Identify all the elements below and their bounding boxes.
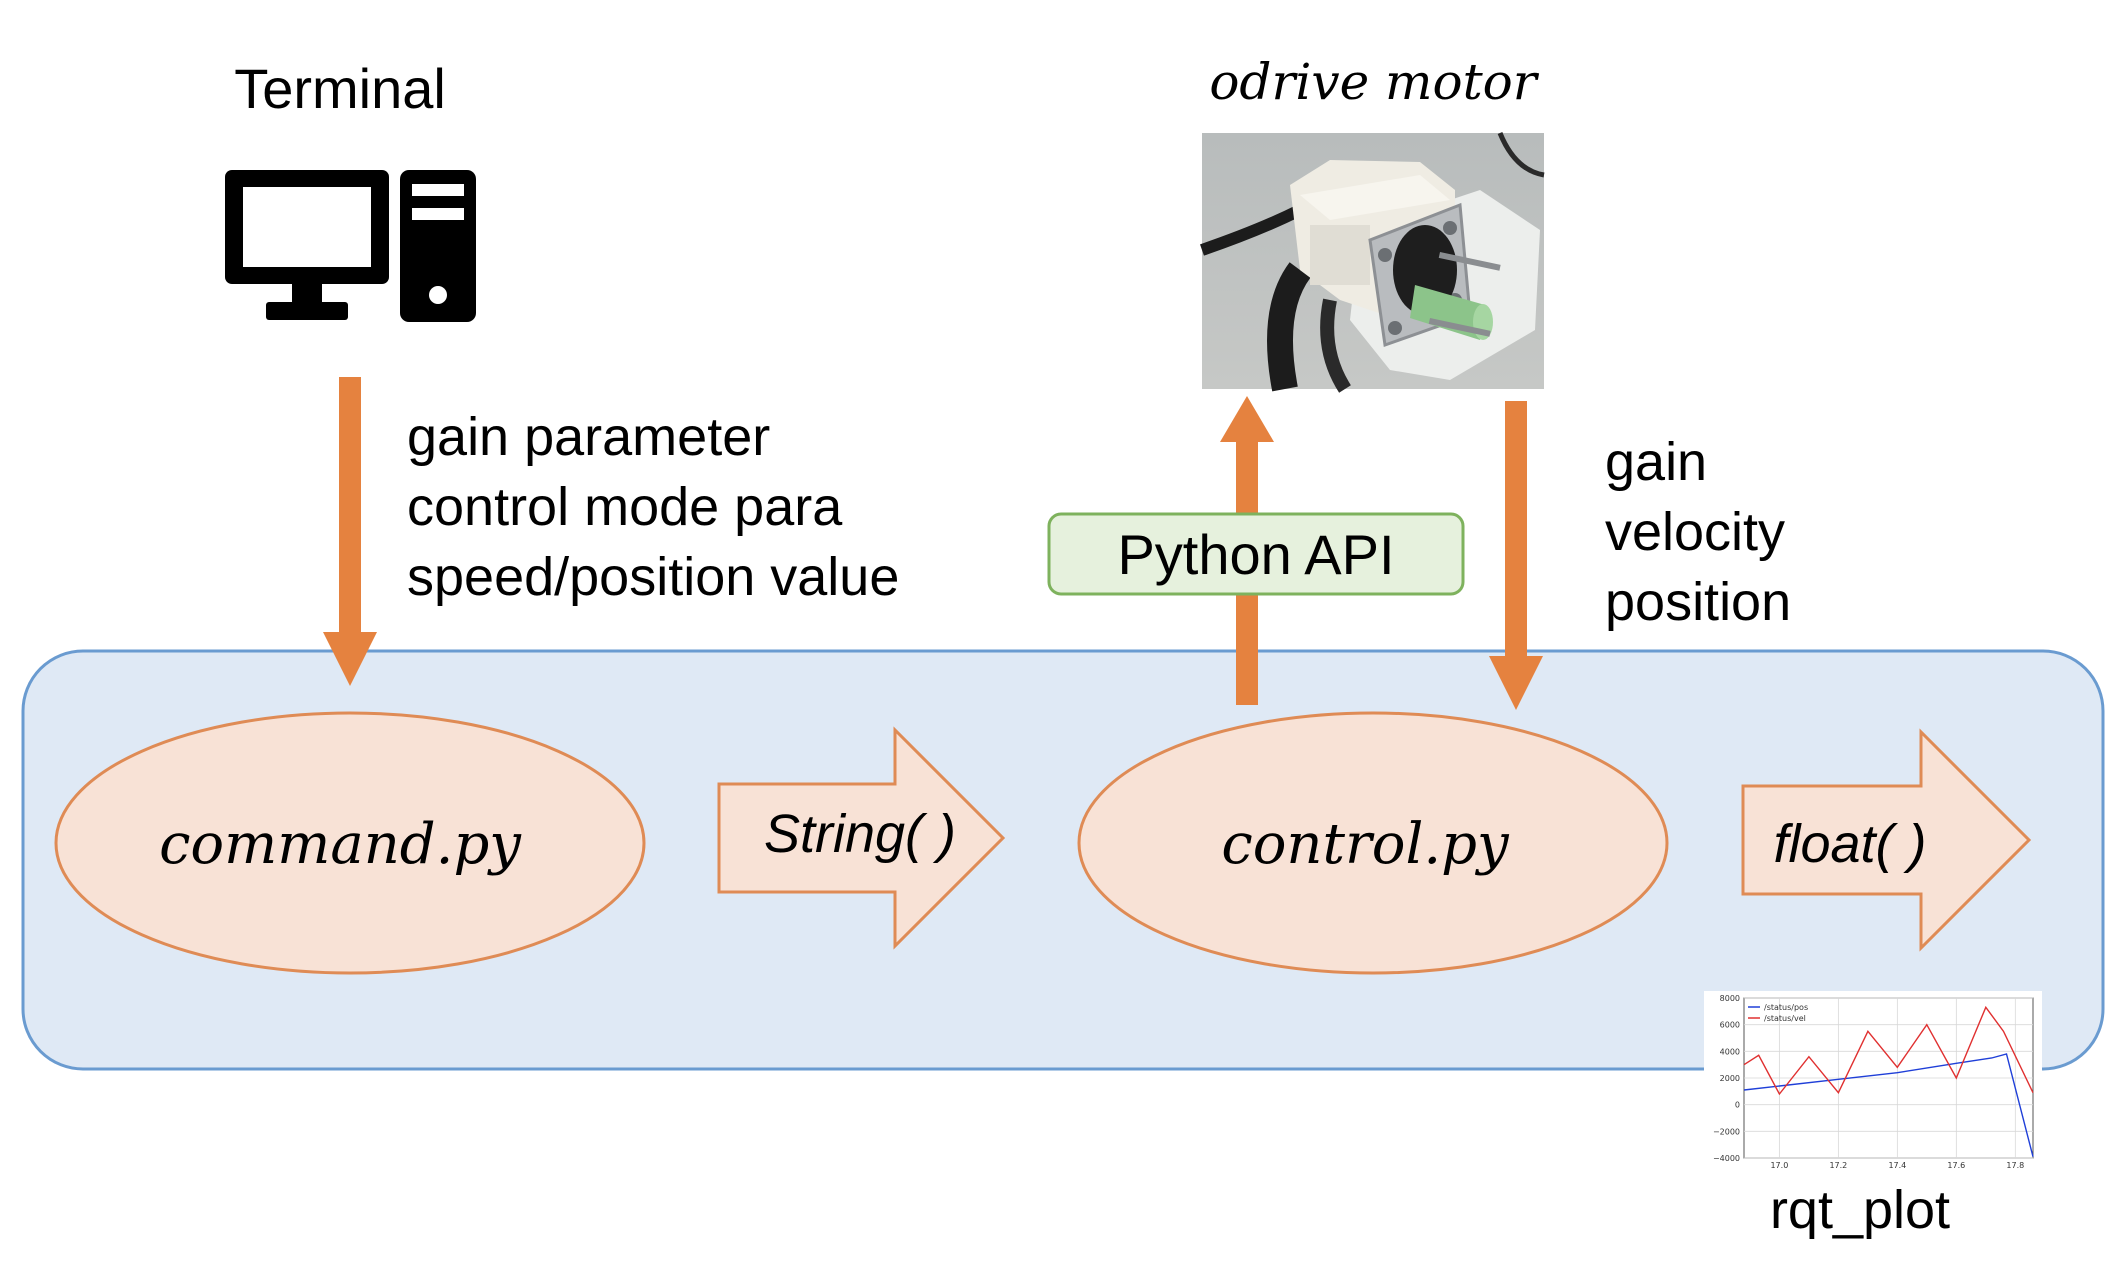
- float-flow-label: float( ): [1773, 814, 1926, 874]
- odrive-to-control-arrow: [1489, 401, 1543, 710]
- terminal-label: Terminal: [234, 57, 446, 120]
- plot-ytick-label: 2000: [1720, 1074, 1740, 1083]
- plot-xtick-label: 17.0: [1770, 1161, 1788, 1170]
- string-flow-arrow: String( ): [717, 726, 1006, 950]
- python-api-label: Python API: [1117, 523, 1394, 586]
- rqt-plot-label: rqt_plot: [1770, 1180, 1950, 1240]
- plot-ytick-label: 8000: [1720, 994, 1740, 1003]
- terminal-to-command-arrow: [323, 377, 377, 686]
- plot-ytick-label: 4000: [1720, 1047, 1740, 1056]
- float-flow-arrow: float( ): [1741, 728, 2032, 952]
- plot-xtick-label: 17.2: [1829, 1161, 1847, 1170]
- legend-vel-label: /status/vel: [1764, 1014, 1806, 1023]
- feedback-line-2: velocity: [1605, 502, 1785, 562]
- terminal-parameter-line-3: speed/position value: [407, 547, 899, 607]
- plot-ytick-label: −2000: [1713, 1127, 1740, 1136]
- plot-xtick-label: 17.8: [2006, 1161, 2024, 1170]
- control-node: control.py: [1077, 711, 1669, 975]
- plot-ytick-label: 6000: [1720, 1021, 1740, 1030]
- rqt-plot: 8000 6000 4000 2000 0 −2000 −4000 17.0 17.2 17.4…: [1704, 991, 2042, 1170]
- terminal-parameter-line-2: control mode para: [407, 477, 843, 537]
- rqt-plot-legend: /status/pos /status/vel: [1748, 1003, 1808, 1023]
- control-node-label: control.py: [1221, 812, 1510, 877]
- plot-xtick-label: 17.6: [1947, 1161, 1965, 1170]
- desktop-computer-icon: [225, 170, 476, 322]
- feedback-line-3: position: [1605, 572, 1791, 632]
- command-node-label: command.py: [159, 812, 522, 877]
- python-api-box: Python API: [1047, 512, 1465, 596]
- terminal-parameter-line-1: gain parameter: [407, 407, 770, 467]
- odrive-motor-photo: [1200, 132, 1545, 393]
- feedback-line-1: gain: [1605, 432, 1707, 492]
- plot-ytick-label: −4000: [1713, 1154, 1740, 1163]
- command-node: command.py: [54, 711, 646, 975]
- string-flow-label: String( ): [764, 804, 956, 864]
- plot-series-line-0: [1743, 1053, 2034, 1157]
- plot-ytick-label: 0: [1735, 1101, 1740, 1110]
- odrive-motor-label: odrive motor: [1209, 53, 1539, 111]
- plot-series-line-1: [1743, 1005, 2034, 1096]
- legend-pos-label: /status/pos: [1764, 1003, 1808, 1012]
- plot-xtick-label: 17.4: [1888, 1161, 1906, 1170]
